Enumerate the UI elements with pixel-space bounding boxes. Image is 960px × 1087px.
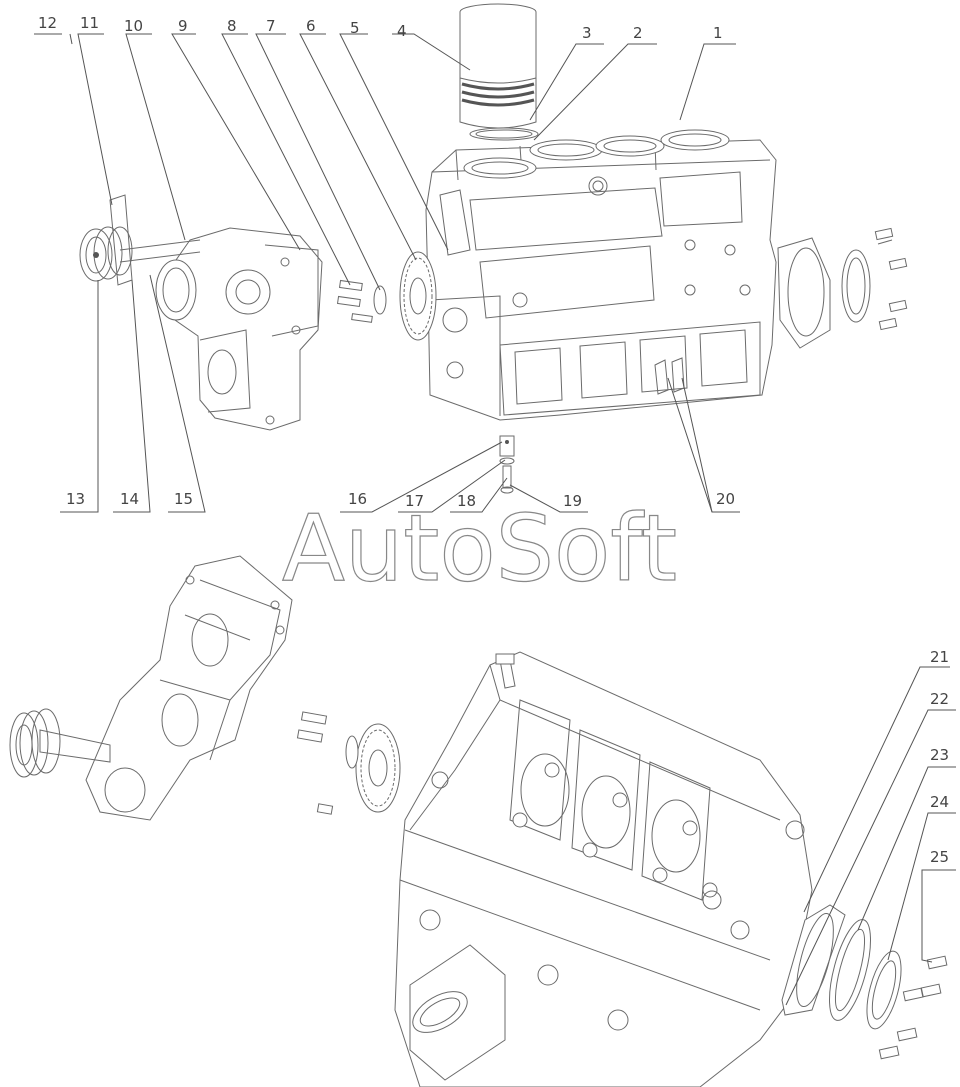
callout-10: 10: [124, 17, 143, 35]
callout-24: 24: [930, 793, 949, 811]
callout-8: 8: [227, 17, 237, 35]
leader-lines: [34, 33, 956, 1006]
watermark-text: AutoSoft: [282, 495, 677, 602]
cylinder-block: [425, 129, 777, 421]
callout-9: 9: [178, 17, 188, 35]
lower-rear-seal-and-bolts: [781, 904, 948, 1060]
callout-15: 15: [174, 490, 193, 508]
cylinder-liner: [459, 3, 539, 141]
callout-3: 3: [582, 24, 592, 42]
callout-labels: 1 2 3 4 5 6 7 8 9 10 11 12 13 14 15 16 1…: [38, 14, 949, 866]
front-gear-cover-and-pulley: [79, 194, 323, 431]
lower-cylinder-liner: [409, 944, 506, 1081]
callout-4: 4: [397, 22, 407, 40]
callout-22: 22: [930, 690, 949, 708]
idler-gear: [336, 251, 437, 341]
callout-20: 20: [716, 490, 735, 508]
callout-5: 5: [350, 19, 360, 37]
callout-19: 19: [563, 492, 582, 510]
callout-1: 1: [713, 24, 723, 42]
callout-14: 14: [120, 490, 139, 508]
rear-seal-and-bolts: [777, 227, 908, 349]
callout-2: 2: [633, 24, 643, 42]
callout-16: 16: [348, 490, 367, 508]
callout-25: 25: [930, 848, 949, 866]
callout-13: 13: [66, 490, 85, 508]
oil-nozzle: [499, 435, 515, 494]
callout-23: 23: [930, 746, 949, 764]
lower-idler-gear: [296, 711, 401, 815]
callout-21: 21: [930, 648, 949, 666]
callout-7: 7: [266, 17, 276, 35]
callout-12: 12: [38, 14, 57, 32]
lower-gear-cover-assembly: [9, 555, 293, 821]
callout-17: 17: [405, 492, 424, 510]
callout-6: 6: [306, 17, 316, 35]
callout-11: 11: [80, 14, 99, 32]
callout-18: 18: [457, 492, 476, 510]
